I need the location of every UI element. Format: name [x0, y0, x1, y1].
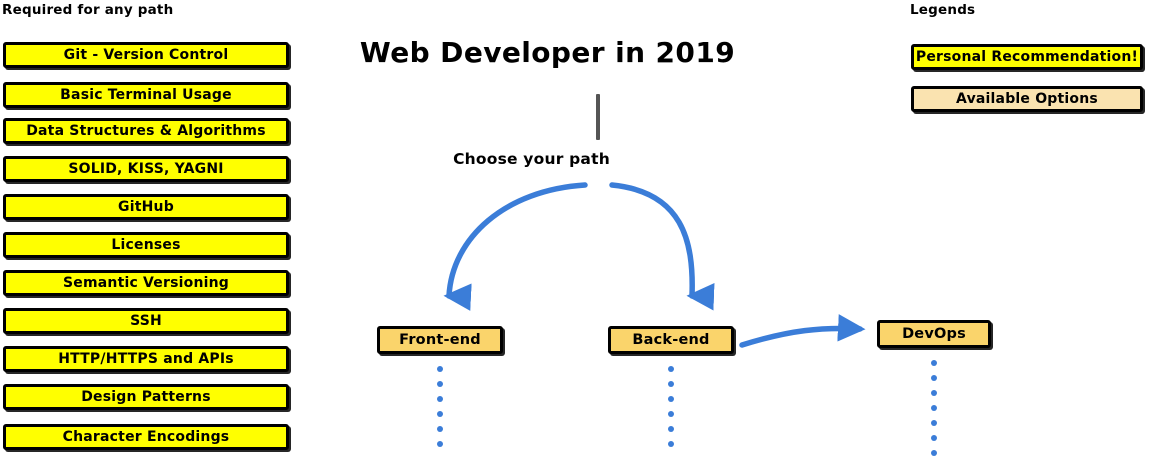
path-dot — [668, 441, 674, 447]
path-dot — [437, 396, 443, 402]
path-dot — [668, 426, 674, 432]
path-dot — [437, 411, 443, 417]
required-item[interactable]: Semantic Versioning — [3, 270, 289, 296]
dots-backend — [668, 366, 674, 447]
required-item[interactable]: Basic Terminal Usage — [3, 82, 289, 108]
page-title: Web Developer in 2019 — [359, 36, 736, 69]
required-item[interactable]: SSH — [3, 308, 289, 334]
path-dot — [931, 360, 937, 366]
required-item[interactable]: HTTP/HTTPS and APIs — [3, 346, 289, 372]
dots-frontend — [437, 366, 443, 447]
path-box-devops[interactable]: DevOps — [877, 320, 991, 348]
trunk-line — [596, 94, 600, 140]
required-item[interactable]: Licenses — [3, 232, 289, 258]
legends-header: Legends — [910, 2, 976, 18]
legend-personal-recommendation: Personal Recommendation! — [911, 44, 1143, 70]
path-dot — [931, 390, 937, 396]
choose-path-label: Choose your path — [453, 150, 610, 168]
path-dot — [668, 366, 674, 372]
path-dot — [437, 441, 443, 447]
path-dot — [437, 426, 443, 432]
required-item[interactable]: Git - Version Control — [3, 42, 289, 68]
path-dot — [437, 381, 443, 387]
required-item[interactable]: Character Encodings — [3, 424, 289, 450]
path-dot — [931, 420, 937, 426]
path-dot — [668, 411, 674, 417]
legend-available-options: Available Options — [911, 86, 1143, 112]
path-box-frontend[interactable]: Front-end — [377, 326, 503, 354]
path-dot — [931, 435, 937, 441]
arrow-backend-to-devops — [739, 314, 866, 348]
path-dot — [668, 396, 674, 402]
required-item[interactable]: Data Structures & Algorithms — [3, 118, 289, 144]
required-section-header: Required for any path — [2, 2, 174, 18]
required-item[interactable]: SOLID, KISS, YAGNI — [3, 156, 289, 182]
path-dot — [931, 375, 937, 381]
path-dot — [437, 366, 443, 372]
dots-devops — [931, 360, 937, 456]
path-dot — [931, 405, 937, 411]
arrow-to-backend — [609, 182, 715, 311]
required-item[interactable]: Design Patterns — [3, 384, 289, 410]
path-box-backend[interactable]: Back-end — [608, 326, 734, 354]
required-item[interactable]: GitHub — [3, 194, 289, 220]
path-dot — [668, 381, 674, 387]
path-dot — [931, 450, 937, 456]
arrow-to-frontend — [443, 182, 588, 311]
